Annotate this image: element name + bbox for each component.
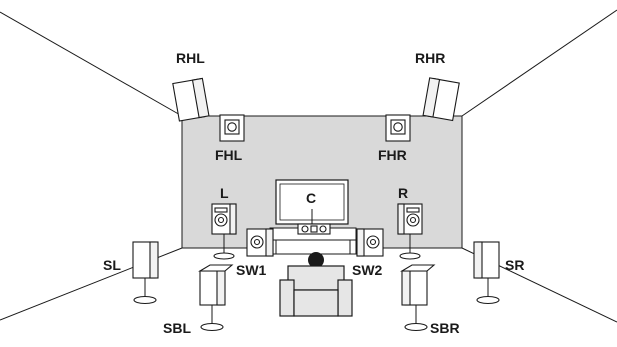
- ceiling-line-right: [461, 9, 617, 117]
- sbr-speaker: [400, 264, 436, 332]
- front-right-speaker: [397, 203, 423, 260]
- label-r: R: [398, 185, 408, 201]
- rhl-speaker: [172, 77, 210, 122]
- label-fhr: FHR: [378, 147, 407, 163]
- front-left-speaker: [211, 203, 237, 260]
- label-fhl: FHL: [215, 147, 243, 163]
- rhr-speaker: [422, 77, 460, 122]
- sr-speaker: [473, 241, 500, 305]
- fhr-speaker: [385, 114, 411, 142]
- label-c: C: [306, 190, 316, 206]
- sbl-speaker: [198, 264, 234, 332]
- label-rhr: RHR: [415, 50, 445, 66]
- label-l: L: [220, 185, 229, 201]
- label-sr: SR: [505, 257, 524, 273]
- label-sw1: SW1: [236, 262, 267, 278]
- label-rhl: RHL: [176, 50, 205, 66]
- sw2-subwoofer: [356, 228, 384, 257]
- sl-speaker: [132, 241, 159, 305]
- center-speaker: [297, 209, 331, 235]
- ceiling-line-left: [0, 11, 183, 117]
- label-sw2: SW2: [352, 262, 383, 278]
- label-sbl: SBL: [163, 320, 191, 336]
- label-sl: SL: [103, 257, 121, 273]
- listener-chair: [279, 252, 353, 317]
- label-sbr: SBR: [430, 320, 460, 336]
- fhl-speaker: [219, 114, 245, 142]
- sw1-subwoofer: [246, 228, 274, 257]
